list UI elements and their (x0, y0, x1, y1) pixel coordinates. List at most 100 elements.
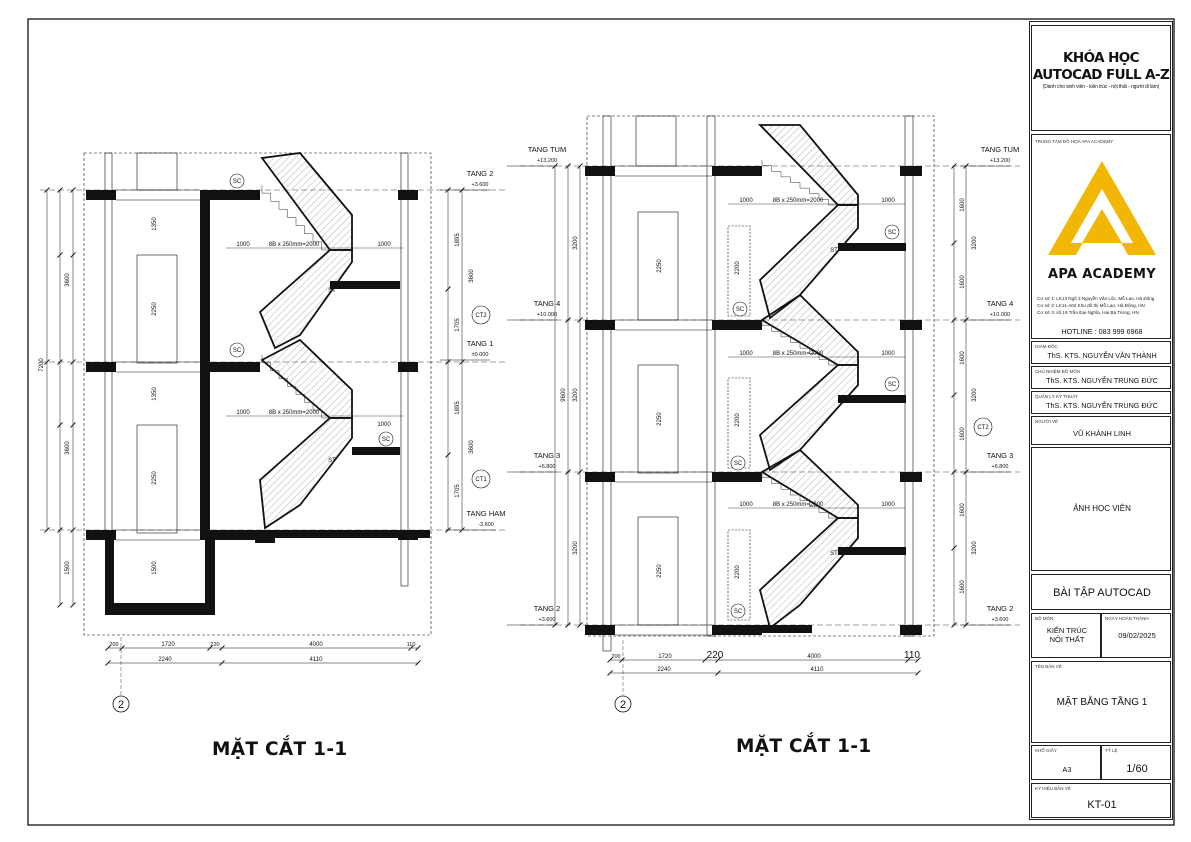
stair-flight-5 (760, 448, 859, 519)
dim-vertical: 3200 (972, 236, 978, 250)
drawer-row: NGƯỜI VẼ VŨ KHÁNH LINH (1031, 416, 1171, 445)
landing-dim: 1000 (236, 242, 250, 248)
course-subtitle: (Dành cho sinh viên - kiến trúc - nội th… (1042, 83, 1160, 90)
dim-tick (219, 645, 225, 651)
window-top (136, 152, 178, 191)
paper-value: A3 (1062, 765, 1072, 774)
dim-tick (715, 670, 721, 676)
dim-horizontal: 220 (707, 650, 724, 661)
level-tag-ct2-label: CT2 (475, 313, 487, 319)
tag-st: ST (328, 458, 336, 464)
column-mid (706, 115, 716, 637)
level-name: TANG 3 (987, 451, 1014, 460)
tag-sc-label: SC (233, 179, 242, 185)
dim-tick (119, 645, 125, 651)
title-block: KHÓA HỌC AUTOCAD FULL A-Z (Dành cho sinh… (1029, 21, 1173, 820)
dim-vertical: 2200 (735, 413, 741, 427)
director-label: GIÁM ĐỐC (1035, 344, 1058, 349)
dim-tick (915, 657, 921, 663)
dim-tick (951, 545, 957, 551)
dept-head-label: CHỦ NHIỆM BỘ MÔN (1035, 369, 1080, 374)
slab-right-2 (900, 472, 922, 482)
tag-st: ST (328, 288, 336, 294)
dim-tick (105, 645, 111, 651)
window-upper (136, 254, 178, 364)
level-name: TANG TUM (528, 145, 566, 154)
wall-inner-lower (200, 362, 210, 530)
stair-flight-4 (758, 364, 859, 472)
date-label: NGÀY HOÀN THÀNH (1105, 616, 1149, 621)
drawing-title-left: MẶT CẮT 1-1 (212, 739, 348, 760)
dim-vertical: 2250 (152, 471, 158, 485)
dim-vertical: 1500 (152, 561, 158, 575)
dim-tick (44, 187, 50, 193)
dim-tick (219, 660, 225, 666)
dim-tick (951, 240, 957, 246)
level-tag-ct1 (471, 469, 491, 489)
level-name: TANG 2 (534, 604, 561, 613)
tag-sc (884, 224, 900, 240)
photo-box: ẢNH HỌC VIÊN (1031, 447, 1171, 571)
slab-left-1 (86, 362, 116, 372)
stair-note: 8B x 250mm=2000 (269, 242, 320, 248)
subject-cell: BỘ MÔN KIẾN TRÚC NỘI THẤT (1031, 613, 1101, 658)
photo-label: ẢNH HỌC VIÊN (1073, 504, 1131, 513)
landing-1 (838, 243, 906, 251)
dim-tick (105, 660, 111, 666)
tech-row: QUẢN LÝ KỸ THUẬT ThS. KTS. NGUYỄN TRUNG … (1031, 391, 1171, 414)
level-tag-ct2-label: CT2 (977, 425, 989, 431)
dim-vertical: 1895 (455, 233, 461, 247)
dim-horizontal: 1720 (658, 654, 672, 660)
level-tag-ct2 (471, 305, 491, 325)
code-label: KÝ HIỆU BẢN VẼ (1035, 786, 1071, 791)
dim-vertical: 1600 (960, 351, 966, 365)
dim-tick (44, 359, 50, 365)
scale-value: 1/60 (1126, 763, 1148, 775)
dim-vertical: 1705 (455, 318, 461, 332)
date-cell: NGÀY HOÀN THÀNH 09/02/2025 (1101, 613, 1171, 658)
slab-left-0 (86, 190, 116, 200)
address-3: Cơ sở 3: số 19 Trần Đại Nghĩa, Hai Bà Tr… (1037, 310, 1139, 316)
drawing-name-value: MẶT BẰNG TẦNG 1 (1056, 697, 1148, 708)
subject-label: BỘ MÔN (1035, 616, 1054, 621)
dim-vertical: 2250 (657, 412, 663, 426)
dim-tick (57, 602, 63, 608)
dim-tick (57, 422, 63, 428)
paper-cell: KHỔ GIẤY A3 (1031, 745, 1101, 780)
level-name: TANG 1 (467, 339, 494, 348)
column-left (602, 115, 612, 652)
level-name: TANG HAM (466, 509, 505, 518)
drawer-name: VŨ KHÁNH LINH (1073, 429, 1131, 438)
slab-right-1 (398, 362, 418, 372)
level-elevation: +13.200 (990, 158, 1010, 164)
dept-head-row: CHỦ NHIỆM BỘ MÔN ThS. KTS. NGUYỄN TRUNG … (1031, 366, 1171, 389)
dim-horizontal: 4110 (310, 657, 324, 663)
landing-dim: 1000 (739, 198, 753, 204)
dim-vertical: 2250 (657, 259, 663, 273)
ground-slab (200, 530, 430, 538)
dim-vertical: 2250 (152, 302, 158, 316)
slab-right-1 (900, 320, 922, 330)
dim-vertical: 3600 (469, 440, 475, 454)
scale-cell: TỶ LỆ 1/60 (1101, 745, 1171, 780)
level-elevation: +6.800 (539, 464, 556, 470)
tag-sc (229, 342, 245, 358)
tag-sc-label: SC (736, 307, 745, 313)
stair-note: 8B x 250mm=2000 (269, 410, 320, 416)
academy-panel: TRUNG TÂM ĐỒ HỌA APA ACADEMY APA ACADEMY… (1031, 134, 1171, 339)
stair-note: 8B x 250mm=2000 (773, 198, 824, 204)
window-top (635, 115, 677, 167)
grid-axis-label: 2 (118, 699, 124, 711)
dim-vertical: 3600 (65, 441, 71, 455)
tag-st: ST (830, 248, 838, 254)
slab-right-0 (900, 166, 922, 176)
dim-tick (415, 645, 421, 651)
slab-left-1 (585, 320, 615, 330)
slab-mid-1 (200, 362, 260, 372)
slab-left-2 (86, 530, 116, 540)
level-name: TANG TUM (981, 145, 1019, 154)
slab-mid-0 (712, 166, 762, 176)
dim-vertical: 3200 (972, 541, 978, 555)
level-elevation: -3.600 (478, 522, 494, 528)
